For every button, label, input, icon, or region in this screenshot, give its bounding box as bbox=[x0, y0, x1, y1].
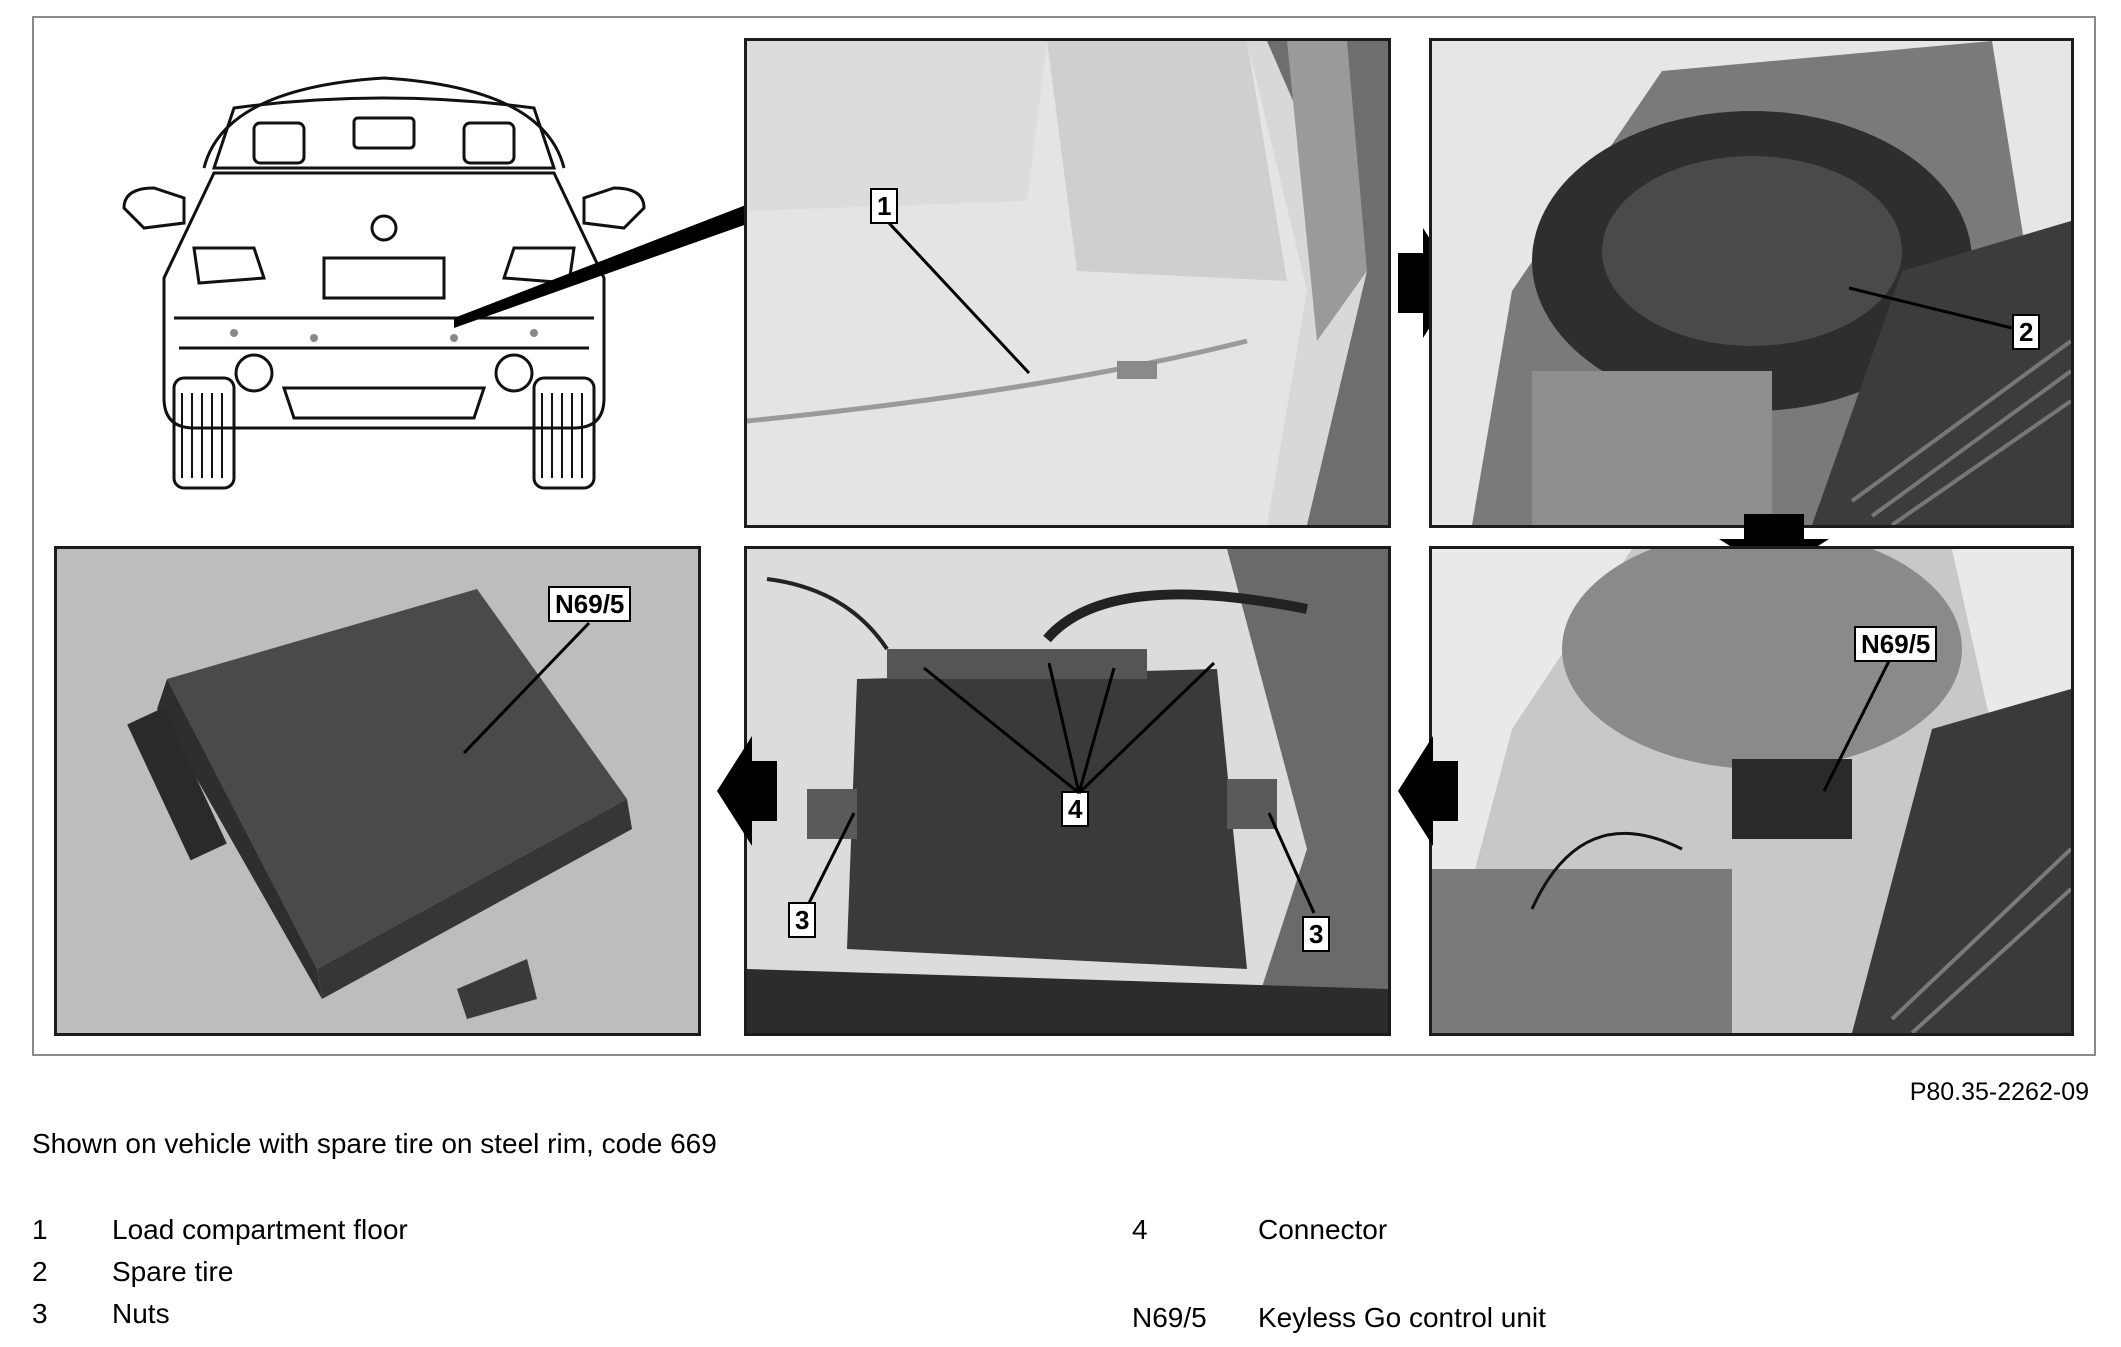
callout-n69-top: N69/5 bbox=[1854, 626, 1938, 662]
figure-caption: Shown on vehicle with spare tire on stee… bbox=[32, 1128, 717, 1159]
leader-3-right bbox=[1267, 812, 1316, 914]
callout-3-right: 3 bbox=[1302, 916, 1331, 952]
arrow-left-2 bbox=[717, 736, 777, 846]
callout-4: 4 bbox=[1061, 791, 1090, 827]
leader-4 bbox=[923, 661, 1216, 795]
vehicle-rear-view-drawing bbox=[122, 76, 646, 490]
figure-frame: 1 2 bbox=[32, 16, 2096, 1056]
photo-load-compartment bbox=[744, 38, 1391, 528]
leader-2 bbox=[1848, 286, 2013, 330]
callout-1: 1 bbox=[870, 188, 899, 224]
legend-text-4: Connector bbox=[1258, 1214, 1388, 1245]
legend-text-2: Spare tire bbox=[112, 1256, 234, 1287]
leader-n69-bottom bbox=[462, 621, 591, 755]
photo-control-unit-removed bbox=[54, 546, 701, 1036]
legend-text-1: Load compartment floor bbox=[112, 1214, 408, 1245]
legend-text-n69: Keyless Go control unit bbox=[1258, 1302, 1546, 1333]
callout-n69-bottom: N69/5 bbox=[548, 586, 632, 622]
arrow-right bbox=[1398, 228, 1458, 338]
photo-control-unit-location bbox=[1429, 546, 2074, 1036]
legend-num-n69: N69/5 bbox=[1132, 1302, 1207, 1333]
pointer-wedge bbox=[454, 198, 764, 328]
leader-3-left bbox=[807, 812, 856, 904]
callout-2: 2 bbox=[2012, 314, 2041, 350]
callout-3-left: 3 bbox=[788, 902, 817, 938]
photo-spare-tire bbox=[1429, 38, 2074, 528]
legend-num-4: 4 bbox=[1132, 1214, 1148, 1245]
legend-num-2: 2 bbox=[32, 1256, 48, 1287]
legend-text-3: Nuts bbox=[112, 1298, 170, 1329]
leader-1 bbox=[887, 221, 1031, 375]
arrow-down bbox=[1719, 514, 1829, 574]
legend-num-1: 1 bbox=[32, 1214, 48, 1245]
leader-n69-top bbox=[1822, 660, 1891, 792]
arrow-left-1 bbox=[1398, 736, 1458, 846]
figure-reference-code: P80.35-2262-09 bbox=[1909, 1078, 2089, 1106]
legend-num-3: 3 bbox=[32, 1298, 48, 1329]
